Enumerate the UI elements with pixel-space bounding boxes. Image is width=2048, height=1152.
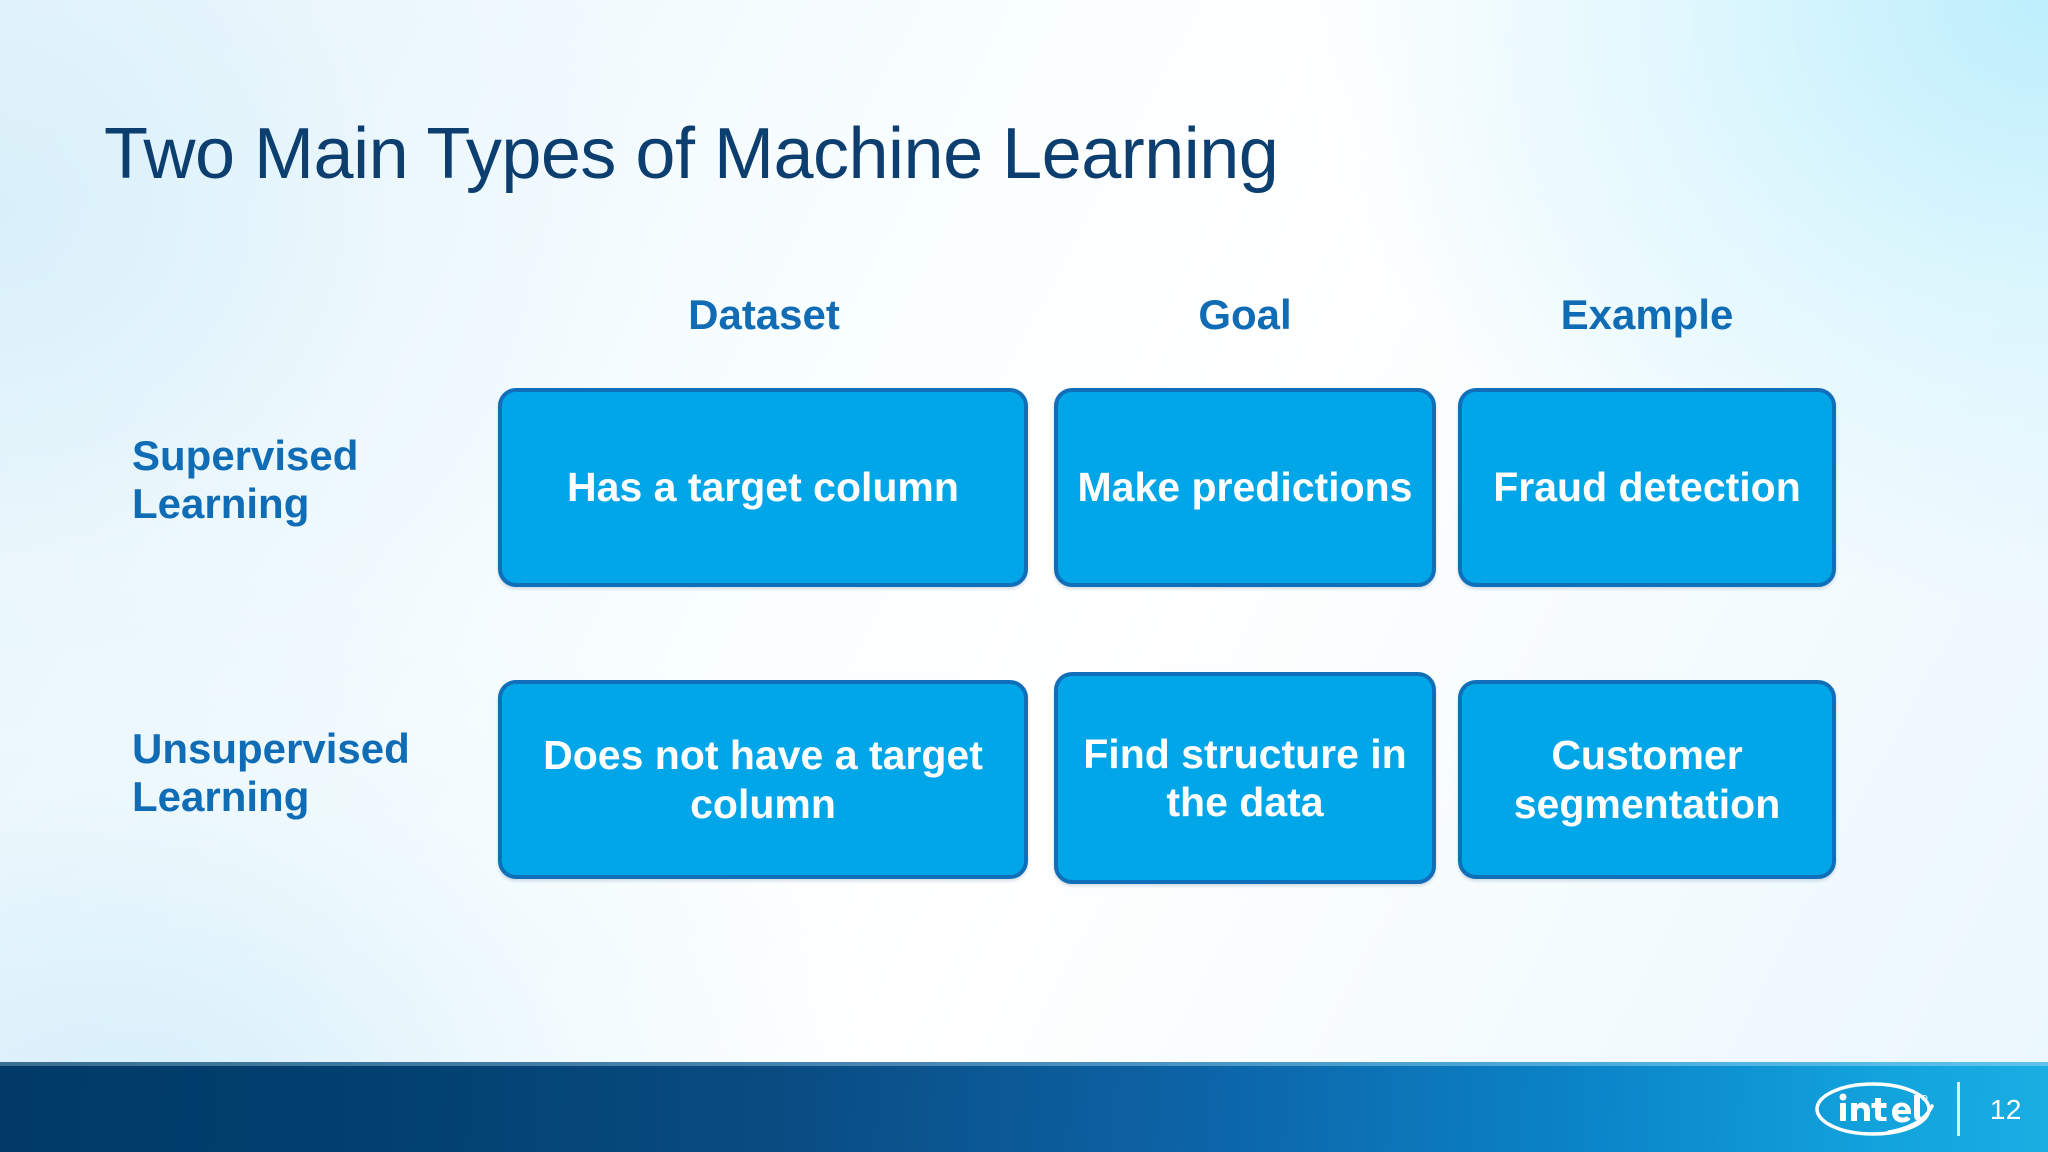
column-header-example: Example bbox=[1560, 291, 1734, 338]
column-header-dataset: Dataset bbox=[688, 291, 840, 338]
cell-supervised-goal[interactable]: Make predictions bbox=[1054, 388, 1436, 587]
footer-top-line bbox=[0, 1062, 2048, 1066]
cell-supervised-example[interactable]: Fraud detection bbox=[1458, 388, 1836, 587]
column-header-goal: Goal bbox=[1198, 291, 1292, 338]
footer-bar: 12 bbox=[0, 1066, 2048, 1152]
row-label-unsupervised-learning: Unsupervised Learning bbox=[132, 725, 410, 821]
cell-unsupervised-dataset[interactable]: Does not have a target column bbox=[498, 680, 1028, 879]
page-number: 12 bbox=[1989, 1094, 2022, 1125]
page-title: Two Main Types of Machine Learning bbox=[104, 114, 1279, 195]
cell-unsupervised-goal[interactable]: Find structure in the data bbox=[1054, 672, 1436, 884]
cell-unsupervised-example[interactable]: Customer segmentation bbox=[1458, 680, 1836, 879]
cell-supervised-dataset[interactable]: Has a target column bbox=[498, 388, 1028, 587]
footer-divider bbox=[1957, 1082, 1960, 1136]
intel-logo-icon bbox=[1814, 1080, 1936, 1138]
row-label-supervised-learning: Supervised Learning bbox=[132, 432, 359, 528]
